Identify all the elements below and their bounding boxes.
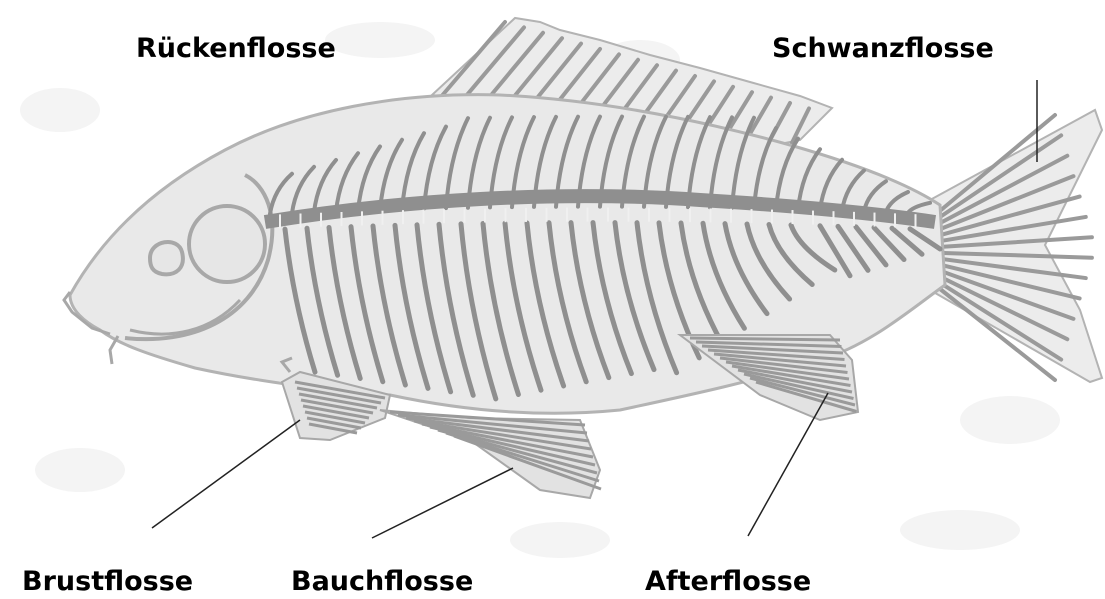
fish-eye-socket — [189, 206, 265, 282]
leader-bauchflosse — [372, 468, 513, 538]
label-bauchflosse: Bauchflosse — [291, 568, 473, 595]
label-afterflosse: Afterflosse — [645, 568, 811, 595]
anal-ray — [690, 338, 840, 340]
leader-afterflosse — [748, 393, 828, 536]
label-rueckenflosse: Rückenflosse — [136, 35, 336, 62]
fish-barbel — [110, 336, 118, 364]
tail-fin — [930, 110, 1102, 382]
pelvic-fin — [380, 410, 601, 498]
label-brustflosse: Brustflosse — [22, 568, 193, 595]
label-schwanzflosse: Schwanzflosse — [772, 35, 994, 62]
fish-nostril — [150, 242, 183, 274]
leader-brustflosse — [152, 420, 300, 528]
